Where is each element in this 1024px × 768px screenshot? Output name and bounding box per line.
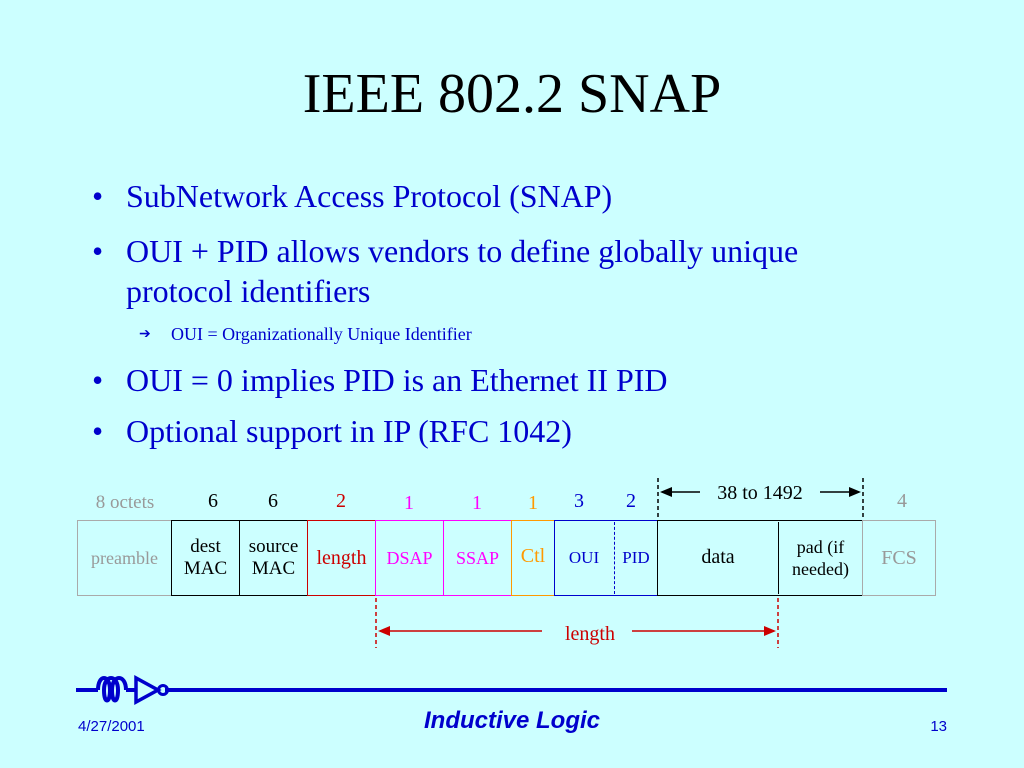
field-label: length — [316, 547, 367, 569]
field-ssap: SSAP — [443, 520, 512, 596]
footer-page-number: 13 — [930, 718, 947, 735]
bullet-text: SubNetwork Access Protocol (SNAP) — [126, 178, 613, 214]
field-fcs: FCS — [862, 520, 936, 596]
slide-title: IEEE 802.2 SNAP — [302, 63, 722, 125]
bullet-dot-icon: • — [92, 362, 104, 398]
footer-brand: Inductive Logic — [423, 707, 600, 734]
footer-date: 4/27/2001 — [78, 718, 145, 735]
field-label: Ctl — [520, 545, 546, 567]
bullet-text: Optional support in IP (RFC 1042) — [126, 413, 572, 449]
field-pid: PID — [614, 520, 658, 596]
sub-bullet-text: OUI = Organizationally Unique Identifier — [171, 324, 472, 344]
field-label: MAC — [183, 558, 228, 579]
data-range-label: 38 to 1492 — [717, 482, 803, 504]
octet-label-oui: 3 — [574, 490, 584, 512]
field-label: source — [248, 536, 299, 557]
octet-label-dest-mac: 6 — [208, 490, 218, 512]
field-data: data — [657, 520, 779, 596]
bullet-dot-icon: • — [92, 178, 104, 214]
field-label: FCS — [881, 547, 917, 569]
field-label: preamble — [91, 548, 158, 568]
bullet-text: OUI = 0 implies PID is an Ethernet II PI… — [126, 362, 668, 398]
data-pad-divider — [778, 522, 779, 594]
octet-label-pid: 2 — [626, 490, 636, 512]
bullet-dot-icon: • — [92, 233, 104, 269]
field-pad: pad (if needed) — [778, 520, 863, 596]
oui-pid-divider — [614, 522, 615, 594]
octet-label-source-mac: 6 — [268, 490, 278, 512]
field-preamble: preamble — [77, 520, 172, 596]
octet-label-preamble: 8 octets — [95, 492, 155, 513]
inductor-logo-icon — [76, 675, 169, 705]
octet-label-dsap: 1 — [404, 492, 414, 514]
field-oui: OUI — [554, 520, 614, 596]
field-label: data — [701, 546, 735, 568]
length-span-arrow — [375, 598, 779, 648]
field-dsap: DSAP — [375, 520, 444, 596]
footer-rule — [165, 688, 947, 692]
octet-label-ctl: 1 — [528, 492, 538, 514]
field-dest-mac: dest MAC — [171, 520, 240, 596]
field-label: dest — [190, 536, 221, 557]
field-label: SSAP — [455, 548, 500, 568]
bullet-text: OUI + PID allows vendors to define globa… — [126, 233, 799, 309]
length-span-label: length — [565, 623, 615, 645]
field-label: DSAP — [386, 548, 433, 568]
octet-label-fcs: 4 — [897, 490, 907, 512]
field-source-mac: source MAC — [239, 520, 308, 596]
bullet-list: • SubNetwork Access Protocol (SNAP) • OU… — [92, 178, 799, 449]
data-range-arrow — [657, 478, 864, 518]
field-ctl: Ctl — [511, 520, 555, 596]
snap-frame-diagram: 8 octets 6 6 2 1 1 1 3 2 4 38 to 1492 pr… — [0, 470, 1024, 660]
field-label: OUI — [568, 548, 600, 567]
octet-label-length: 2 — [336, 490, 346, 512]
arrow-right-icon: ➔ — [139, 327, 151, 342]
field-label: pad (if — [796, 537, 845, 557]
bullet-dot-icon: • — [92, 413, 104, 449]
octet-label-ssap: 1 — [472, 492, 482, 514]
field-label: MAC — [251, 558, 296, 579]
field-length: length — [307, 520, 376, 596]
field-label: needed) — [792, 559, 849, 579]
field-label: PID — [622, 548, 650, 567]
